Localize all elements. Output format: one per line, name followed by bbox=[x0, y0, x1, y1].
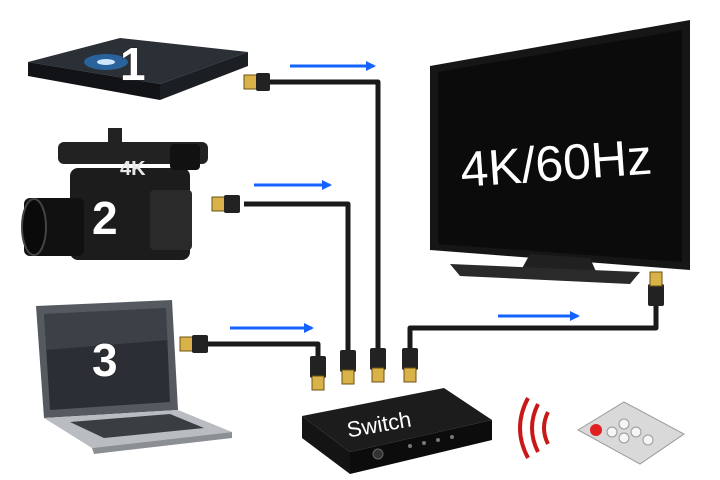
cable-source-1 bbox=[268, 79, 381, 350]
cable-output-tv bbox=[407, 305, 659, 350]
hdmi-plug-icon bbox=[310, 356, 326, 391]
hdmi-cables bbox=[208, 79, 659, 358]
hdmi-plug-icon bbox=[340, 350, 356, 385]
hdmi-plug-icon bbox=[370, 348, 386, 383]
cable-source-2 bbox=[244, 201, 351, 352]
tv-resolution-label: 4K/60Hz bbox=[458, 129, 653, 198]
source-number-2: 2 bbox=[92, 192, 118, 244]
bluray-player-icon bbox=[28, 38, 248, 100]
hdmi-plug-icon bbox=[648, 271, 664, 306]
remote-control-icon bbox=[577, 401, 685, 465]
laptop-icon bbox=[36, 300, 232, 454]
hdmi-plugs bbox=[179, 73, 664, 391]
hdmi-plug-icon bbox=[211, 195, 240, 213]
source-number-3: 3 bbox=[92, 334, 118, 386]
hdmi-plug-icon bbox=[402, 348, 418, 383]
hdmi-switch-box bbox=[302, 388, 492, 474]
camcorder-4k-badge: 4K bbox=[120, 158, 146, 180]
signal-arrows bbox=[230, 61, 580, 333]
source-number-1: 1 bbox=[120, 38, 146, 90]
hdmi-plug-icon bbox=[179, 335, 208, 353]
cable-source-3 bbox=[208, 341, 321, 358]
wireless-signal-icon bbox=[518, 397, 550, 459]
hdmi-plug-icon bbox=[243, 73, 270, 91]
camcorder-icon bbox=[21, 128, 208, 260]
tv-icon bbox=[430, 20, 690, 284]
